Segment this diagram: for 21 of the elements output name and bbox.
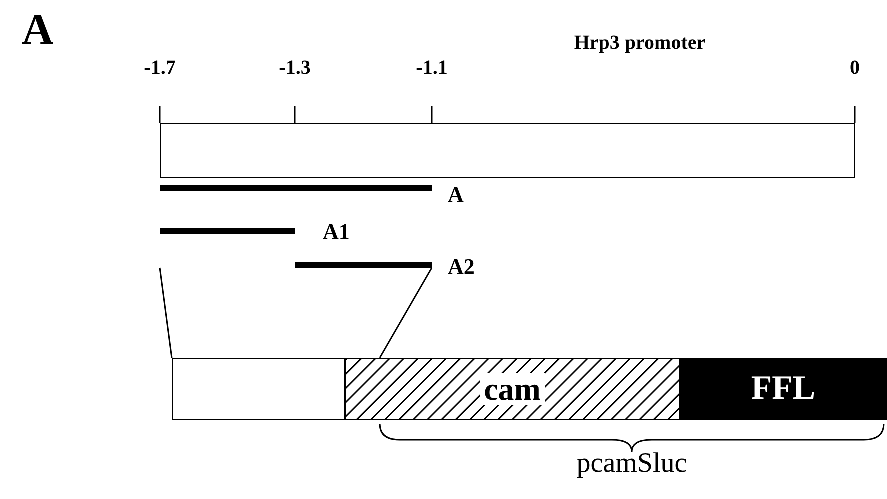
bar-label: A [448,184,464,206]
hatched-segment [345,358,680,420]
scale-label: -1.7 [144,58,176,78]
fragment-bar [160,228,295,234]
reporter-segment [680,358,887,420]
fragment-bar [160,185,432,191]
connector-line [379,268,433,358]
bar-label: A1 [323,221,350,243]
diagram-title: Hrp3 promoter [574,31,706,56]
segment-label: FFL [750,372,817,406]
promoter-box [160,123,855,178]
scale-label: -1.3 [279,58,311,78]
scale-label: -1.1 [416,58,448,78]
panel-letter: A [22,8,54,52]
bar-label: A2 [448,256,475,278]
construct-segment [172,358,345,420]
connector-line [159,268,173,358]
segment-label: cam [480,373,545,405]
scale-label: 0 [850,58,860,78]
fragment-bar [295,262,432,268]
construct-label: pcamSluc [576,450,688,478]
